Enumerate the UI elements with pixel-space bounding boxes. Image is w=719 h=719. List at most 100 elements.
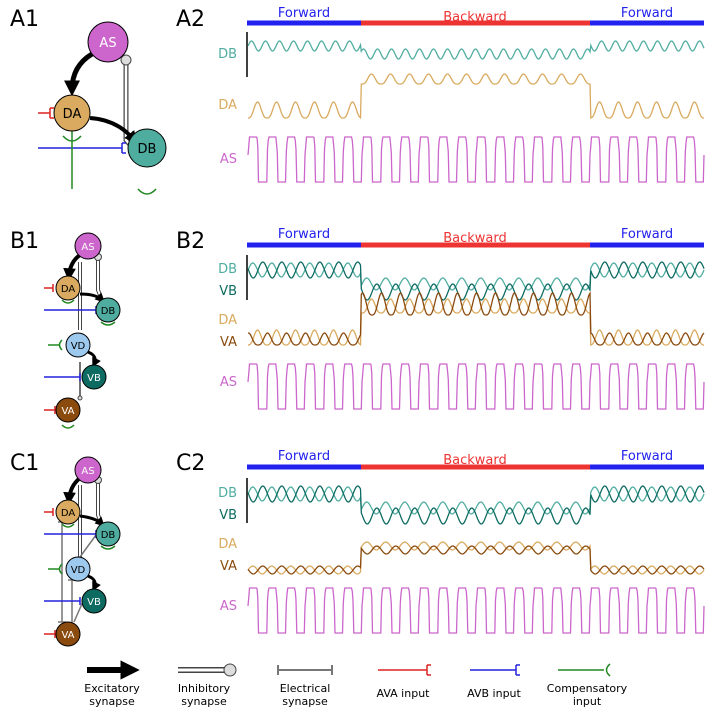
avb-input [44,373,81,381]
ava-input [38,107,54,119]
trace-va [247,545,705,575]
neuron-vd: VD [65,556,91,582]
neuron-da: DA [55,499,81,525]
neuron-label: DB [138,142,157,157]
trace-label-vb: VB [219,284,237,299]
excitatory-synapse [63,253,82,282]
neuron-label: VA [61,630,74,641]
neuron-db: DB [127,128,167,168]
trace-va [247,290,705,346]
compensatory-input [137,188,157,195]
neuron-label: DA [61,508,76,519]
compensatory-input [62,131,82,189]
neuron-vb: VB [81,364,107,390]
legend-item-avb: AVB input [467,664,522,700]
panel-label-b2: B2 [176,229,205,254]
circuit-c1: AS DA DB VD VB VA [44,456,121,647]
ava-input [44,284,54,292]
neuron-as: AS [74,456,102,484]
trace-da [248,298,704,347]
neuron-as: AS [87,21,129,63]
mode-label-forward: Forward [278,449,330,464]
legend-label: AVA input [377,687,431,700]
excitatory-synapse [79,292,105,303]
traces-a2: Forward Backward Forward DB DA AS [218,6,705,183]
neuron-da: DA [53,94,91,132]
neuron-va: VA [55,397,81,423]
ava-input [44,406,56,414]
avb-input [38,142,126,154]
trace-label-da: DA [218,313,237,328]
trace-label-vb: VB [219,508,237,523]
compensatory-input [48,563,63,575]
neuron-label: AS [81,466,94,477]
panel-label-a2: A2 [176,7,205,32]
mode-label-backward: Backward [443,10,507,25]
trace-label-da: DA [218,537,237,552]
avb-input [44,530,97,538]
neuron-label: DA [61,284,76,295]
avb-input [44,597,81,605]
trace-label-as: AS [220,599,237,614]
trace-vb [247,261,705,301]
trace-as [247,363,705,410]
mode-label-backward: Backward [443,231,507,246]
panel-label-c2: C2 [176,451,205,476]
trace-label-db: DB [218,47,237,62]
circuit-a1: AS DA DB [38,21,167,195]
trace-label-db: DB [218,262,237,277]
panel-label-b1: B1 [10,229,39,254]
avb-input [44,306,97,314]
neuron-vd: VD [65,332,91,358]
trace-label-va: VA [220,335,237,350]
trace-as [247,587,705,634]
trace-label-va: VA [220,559,237,574]
neuron-vb: VB [81,588,107,614]
trace-label-da: DA [218,98,237,113]
neuron-label: AS [81,242,94,253]
ava-input [44,508,54,516]
trace-vb [247,485,705,525]
neuron-da: DA [55,275,81,301]
trace-label-as: AS [220,375,237,390]
circuit-b1: AS DA DB VD VB VA [44,232,121,429]
legend-label: AVB input [467,687,521,700]
traces-c2: Forward Backward Forward DB VB DA VA AS [218,449,705,634]
neuron-label: AS [99,36,116,51]
trace-da [248,73,704,120]
compensatory-input [48,339,63,351]
neuron-label: VA [61,406,74,417]
mode-label-forward: Forward [621,227,673,242]
trace-db [247,40,705,60]
mode-label-forward: Forward [621,6,673,21]
neuron-label: DB [101,306,116,317]
mode-label-backward: Backward [443,453,507,468]
excitatory-synapse [64,51,94,97]
panel-label-c1: C1 [10,451,39,476]
neuron-label: VB [87,373,101,384]
neuron-label: VD [71,341,86,352]
neuron-label: DB [101,530,116,541]
excitatory-synapse [87,350,101,368]
mode-label-forward: Forward [278,6,330,21]
ava-input [44,630,56,638]
neuron-db: DB [95,521,121,547]
excitatory-synapse [79,514,105,527]
traces-b2: Forward Backward Forward DB VB DA VA AS [218,227,705,410]
neuron-db: DB [95,297,121,323]
trace-label-as: AS [220,152,237,167]
compensatory-input [61,299,116,429]
neuron-label: VB [87,597,101,608]
neuron-as: AS [74,232,102,260]
trace-label-db: DB [218,486,237,501]
legend-item-ava: AVA input [377,664,431,700]
